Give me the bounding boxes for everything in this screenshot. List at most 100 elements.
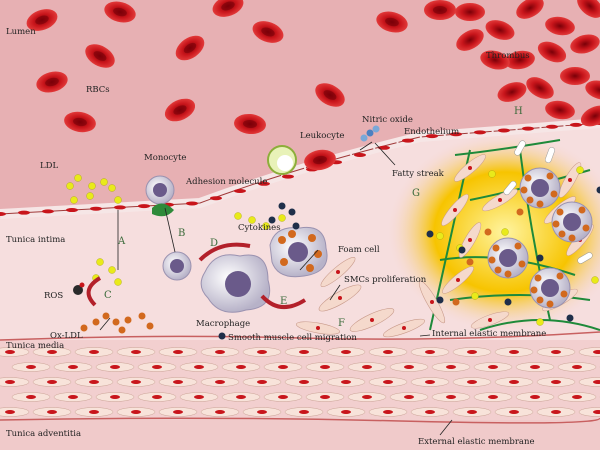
media-smc-nucleus [215,380,225,384]
rbc-center [35,15,49,25]
media-smc-nucleus [173,410,183,414]
oxldl-particle [92,318,100,326]
media-smc-nucleus [131,410,141,414]
media-smc-nucleus [194,365,204,369]
thrombus-rbc [577,0,600,18]
ldl-particle [501,228,509,236]
cytokine-particle [292,222,300,230]
plaque-smc-nucleus [498,198,502,202]
media-smc-nucleus [425,410,435,414]
oxldl-particle [112,318,120,326]
label-endothelium: Endothelium [404,127,459,137]
rbc-center [45,77,59,87]
media-smc-nucleus [89,410,99,414]
ldl-particle [488,170,496,178]
rbc-body [455,3,485,21]
plaque-oxldl [560,290,568,298]
label-leukocyte: Leukocyte [300,131,344,141]
plaque-oxldl [556,208,564,216]
external-elastic-membrane-line [0,417,600,424]
media-smc-nucleus [215,350,225,354]
media-smc-nucleus [509,350,519,354]
endothelial-nucleus [474,130,486,135]
cytokine-particle [426,230,434,238]
plaque-foam-cell-nucleus [541,279,559,297]
media-smc-nucleus [278,365,288,369]
rbc [104,1,136,23]
rbc [175,35,205,61]
media-smooth-muscle-cells [0,347,600,417]
leukocyte-cell [267,145,297,175]
media-smc-nucleus [152,395,162,399]
rbc-body [485,20,515,40]
ldl-particle [471,292,479,300]
cholesterol-crystal [514,140,526,156]
media-smc-nucleus [362,365,372,369]
ldl-particle [278,214,286,222]
rbc-center [433,6,447,14]
rbc-body [545,100,575,120]
cytokine-particle [458,246,466,254]
media-smc-nucleus [320,395,330,399]
media-smc-nucleus [47,410,57,414]
endothelial-nucleus [234,189,246,193]
cholesterol-crystal [577,252,593,264]
media-smc-nucleus [89,350,99,354]
thrombus-rbc [505,50,535,70]
plaque-foam-cell-nucleus [531,179,549,197]
plaque-oxldl [578,206,586,214]
process-arrows [86,242,307,309]
plaque-oxldl [492,244,500,252]
adventitia-region [0,420,600,450]
oxldl-particles [80,208,524,334]
ldl-particle [86,192,94,200]
label-fatty-streak: Fatty streak [392,169,445,179]
media-smc-nucleus [425,380,435,384]
oxldl-particle [80,324,88,332]
step-c: C [104,290,112,301]
rbc-center [113,7,127,17]
plaque-oxldl [546,300,554,308]
internal-elastic-membrane-line [0,331,600,341]
label-macrophage: Macrophage [196,319,250,329]
rbc-body [456,29,484,51]
cytokine-particles [218,186,600,340]
ros-molecule [73,282,85,295]
plaque-oxldl [514,242,522,250]
oxldl-particle [124,316,132,324]
plaque-oxldl [550,190,558,198]
endothelial-nucleus [282,174,294,179]
endothelial-nucleus [570,122,582,127]
plaque-oxldl [534,274,542,282]
label-foam-cell: Foam cell [338,245,380,255]
media-smc-nucleus [488,365,498,369]
media-smc-nucleus [131,380,141,384]
label-tunica-intima: Tunica intima [6,235,65,245]
ldl-particle [248,216,256,224]
endothelial-nucleus [90,206,102,211]
media-smc-nucleus [551,380,561,384]
rbc [85,44,115,68]
cytokine-particle [278,202,286,210]
plaque-smc-nucleus [468,238,472,242]
step-f: F [338,318,345,329]
oxldl-particle [516,208,524,216]
media-smc-nucleus [341,380,351,384]
media-smc-nucleus [257,410,267,414]
plaque-oxldl [582,224,590,232]
media-smc-nucleus [299,380,309,384]
endothelial-nucleus [546,124,558,129]
cytokine-particle [218,332,226,340]
media-smc-nucleus [551,350,561,354]
media-smc-nucleus [488,395,498,399]
macrophage-cell [200,254,271,313]
plaque-oxldl [530,286,538,294]
pointer-lines [99,141,453,436]
media-smc-nucleus [257,380,267,384]
media-smc-nucleus [173,380,183,384]
plaque-oxldl [556,272,564,280]
ldl-particle [108,266,116,274]
media-smc-nucleus [26,395,36,399]
step-e: E [280,296,287,307]
oxldl-particle [102,312,110,320]
